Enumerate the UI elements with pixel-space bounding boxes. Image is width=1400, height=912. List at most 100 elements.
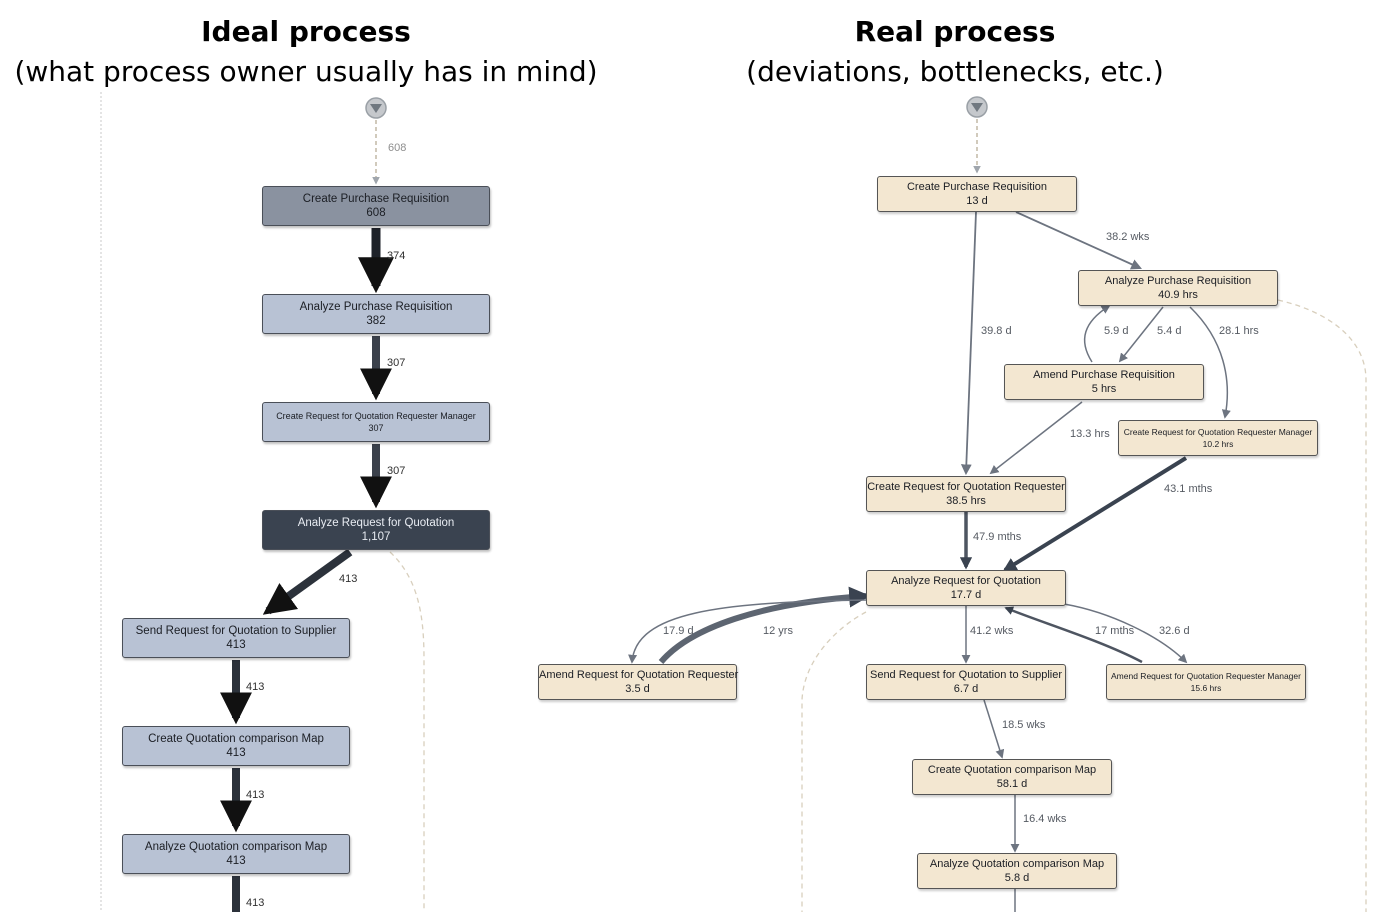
node-duration: 10.2 hrs [1202,439,1234,449]
real-node-amend-rfq-requester-manager[interactable]: Amend Request for Quotation Requester Ma… [1106,664,1306,700]
real-edge-arq-amendrq [628,599,867,664]
real-edge-label: 5.4 d [1157,325,1182,337]
node-label: Send Request for Quotation to Supplier [869,669,1062,681]
node-label: Analyze Quotation comparison Map [929,858,1105,870]
real-edge-amendrq-arq [658,586,871,664]
node-label: Analyze Request for Quotation [297,517,455,529]
real-edge-amend-crq [989,401,1083,475]
real-loop-edge-left [801,611,867,912]
ideal-node-analyze-quotation-comparison-map[interactable]: Analyze Quotation comparison Map 413 [122,834,350,874]
real-edge-label: 16.4 wks [1023,813,1067,825]
real-edge-cpr-apr [1015,211,1142,270]
node-duration: 3.5 d [625,683,650,695]
real-node-send-rfq-to-supplier[interactable]: Send Request for Quotation to Supplier 6… [866,664,1066,700]
node-count: 608 [366,207,386,219]
real-edge-apr-crqm [1189,306,1231,419]
real-edge-amendrqm-arq [1004,606,1143,664]
node-label: Create Purchase Requisition [906,181,1048,193]
node-label: Analyze Request for Quotation [891,575,1041,587]
ideal-node-analyze-purchase-requisition[interactable]: Analyze Purchase Requisition 382 [262,294,490,334]
ideal-node-create-rfq-requester-manager[interactable]: Create Request for Quotation Requester M… [262,402,490,442]
node-label: Amend Request for Quotation Requester [539,669,739,681]
ideal-node-create-purchase-requisition[interactable]: Create Purchase Requisition 608 [262,186,490,226]
ideal-loop-edge [389,551,425,912]
ideal-edge-label: 413 [246,681,265,693]
node-count: 413 [226,855,246,867]
node-duration: 13 d [966,195,988,207]
real-edge-label: 17.9 d [663,625,694,637]
ideal-process-subtitle: (what process owner usually has in mind) [14,55,598,88]
real-edge-apr-amend [1118,306,1164,363]
real-edge-cpr-crq [960,211,977,476]
real-loop-edge-right [1277,299,1367,912]
real-process-heading: Real process (deviations, bottlenecks, e… [740,12,1170,92]
real-node-create-rfq-requester-manager[interactable]: Create Request for Quotation Requester M… [1118,420,1318,456]
real-node-create-purchase-requisition[interactable]: Create Purchase Requisition 13 d [877,176,1077,212]
node-duration: 58.1 d [996,778,1028,790]
real-node-amend-purchase-requisition[interactable]: Amend Purchase Requisition 5 hrs [1004,364,1204,400]
real-edge-label: 28.1 hrs [1219,325,1259,337]
real-node-create-quotation-comparison-map[interactable]: Create Quotation comparison Map 58.1 d [912,759,1112,795]
node-count: 413 [226,639,246,651]
ideal-node-analyze-rfq[interactable]: Analyze Request for Quotation 1,107 [262,510,490,550]
real-edge-label: 12 yrs [763,625,793,637]
node-label: Analyze Purchase Requisition [1104,275,1252,287]
node-label: Analyze Quotation comparison Map [144,841,328,853]
real-edge-label: 38.2 wks [1106,231,1150,243]
ideal-process-title: Ideal process [201,15,411,48]
ideal-start-count: 608 [388,142,407,154]
ideal-start-icon [365,97,387,119]
node-duration: 40.9 hrs [1158,289,1198,301]
real-process-title: Real process [854,15,1056,48]
node-count: 1,107 [361,531,391,543]
node-label: Create Quotation comparison Map [927,764,1097,776]
real-edge-label: 43.1 mths [1164,483,1213,495]
real-node-analyze-purchase-requisition[interactable]: Analyze Purchase Requisition 40.9 hrs [1078,270,1278,306]
node-duration: 6.7 d [953,683,979,695]
ideal-node-create-quotation-comparison-map[interactable]: Create Quotation comparison Map 413 [122,726,350,766]
real-edge-crqm-arq [1002,456,1188,572]
node-duration: 38.5 hrs [946,495,986,507]
node-label: Create Quotation comparison Map [148,733,324,745]
node-label: Create Purchase Requisition [302,193,450,205]
real-node-create-rfq-requester[interactable]: Create Request for Quotation Requester 3… [866,476,1066,512]
real-edge-arq-amendrqm [1063,603,1188,664]
ideal-edge-label: 413 [246,789,265,801]
real-node-analyze-rfq[interactable]: Analyze Request for Quotation 17.7 d [866,570,1066,606]
ideal-edge-label: 413 [246,897,265,909]
real-edge-label: 17 mths [1095,625,1135,637]
real-edge-label: 47.9 mths [973,531,1022,543]
node-label: Create Request for Quotation Requester M… [1123,427,1313,437]
node-label: Send Request for Quotation to Supplier [135,625,337,637]
ideal-process-heading: Ideal process (what process owner usuall… [0,12,612,92]
ideal-edge-label: 413 [339,573,358,585]
node-label: Amend Purchase Requisition [1033,369,1175,381]
ideal-edge-label: 374 [387,250,406,262]
node-duration: 17.7 d [950,589,982,601]
real-node-amend-rfq-requester[interactable]: Amend Request for Quotation Requester 3.… [538,664,739,700]
real-edge-label: 13.3 hrs [1070,428,1110,440]
node-count: 307 [368,423,384,433]
node-label: Amend Request for Quotation Requester Ma… [1111,671,1301,681]
real-edge-send-cqcm [983,699,1005,759]
node-duration: 15.6 hrs [1190,683,1222,693]
node-label: Create Request for Quotation Requester [867,481,1065,493]
real-start-icon [966,96,988,118]
real-edge-label: 39.8 d [981,325,1012,337]
real-edge-amend-apr [1083,305,1111,363]
node-duration: 5.8 d [1004,872,1030,884]
ideal-edge-label: 307 [387,357,406,369]
node-label: Analyze Purchase Requisition [299,301,453,313]
ideal-node-send-rfq-to-supplier[interactable]: Send Request for Quotation to Supplier 4… [122,618,350,658]
real-edge-label: 5.9 d [1104,325,1129,337]
real-edge-label: 32.6 d [1159,625,1190,637]
node-count: 413 [226,747,246,759]
real-process-subtitle: (deviations, bottlenecks, etc.) [746,55,1164,88]
ideal-edge-4 [262,548,353,615]
real-node-analyze-quotation-comparison-map[interactable]: Analyze Quotation comparison Map 5.8 d [917,853,1117,889]
real-edge-label: 41.2 wks [970,625,1014,637]
node-label: Create Request for Quotation Requester M… [276,411,476,421]
real-edge-label: 18.5 wks [1002,719,1046,731]
node-count: 382 [366,315,386,327]
